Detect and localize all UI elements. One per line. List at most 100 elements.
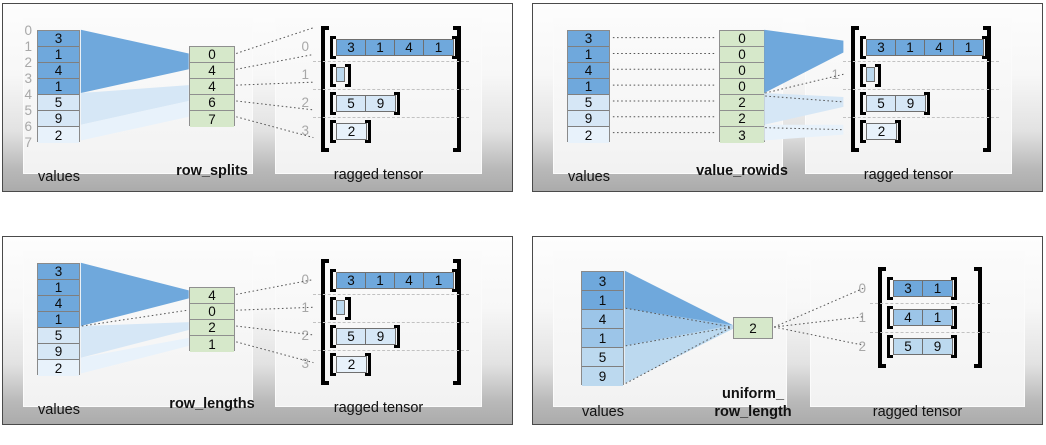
partition-cell: 3	[720, 127, 764, 143]
values-index-label: 4	[24, 87, 32, 102]
value-cell: 4	[568, 63, 609, 79]
values-index-label: 6	[24, 119, 32, 134]
tensor-row-index: 0	[858, 280, 866, 296]
value-cell: 1	[38, 79, 79, 95]
tensor-cell: 1	[896, 39, 925, 55]
tensor-row-close-bracket	[982, 35, 988, 59]
tensor-cell: 1	[923, 310, 952, 325]
tensor-row-close-bracket	[875, 63, 881, 87]
value-cell: 1	[568, 47, 609, 63]
tensor-row-close-bracket	[394, 324, 400, 348]
value-cell: 3	[582, 272, 623, 291]
ragged-caption: ragged tensor	[872, 404, 963, 420]
tensor-cell: 4	[395, 272, 424, 288]
tensor-row-open-bracket	[330, 91, 336, 115]
tensor-empty-row-cell	[336, 299, 345, 315]
values-caption: values	[568, 169, 610, 185]
tensor-row-close-bracket	[394, 91, 400, 115]
partition-cell: 0	[720, 63, 764, 79]
tensor-row-index: 2	[301, 95, 309, 110]
tensor-row-close-bracket	[895, 119, 901, 143]
tensor-empty-row-cell	[866, 66, 875, 82]
value-cell: 1	[568, 79, 609, 95]
tensor-row-index: 1	[301, 67, 309, 82]
encoding-caption-line1: uniform_	[721, 386, 785, 402]
tensor-row-open-bracket	[860, 35, 866, 59]
tensor-row-separator	[843, 117, 999, 118]
tensor-cell: 5	[337, 95, 366, 111]
partition-cell: 0	[720, 79, 764, 95]
tensor-row-open-bracket	[860, 63, 866, 87]
tensor-row-separator	[843, 89, 999, 90]
partition-cell: 7	[190, 111, 234, 127]
tensor-row-separator	[313, 294, 469, 295]
tensor-row-close-bracket	[365, 352, 371, 376]
tensor-row-index: 0	[831, 39, 839, 54]
values-index-label: 3	[24, 71, 32, 86]
ragged-caption: ragged tensor	[333, 167, 424, 183]
values-index-label: 2	[24, 55, 32, 70]
tensor-row-open-bracket	[330, 35, 336, 59]
tensor-cell: 5	[337, 328, 366, 344]
value-cell: 1	[38, 280, 79, 296]
tensor-cell: 2	[337, 356, 366, 372]
value-cell: 1	[582, 329, 623, 348]
value-cell: 5	[582, 348, 623, 367]
partition-cell: 1	[190, 336, 234, 352]
value-cell: 9	[38, 344, 79, 360]
tensor-open-bracket	[878, 267, 886, 368]
tensor-row-index: 2	[831, 95, 839, 110]
partition-cell: 2	[720, 111, 764, 127]
tensor-cell: 9	[923, 339, 952, 354]
tensor-row-close-bracket	[951, 277, 957, 300]
tensor-row-separator	[870, 332, 990, 333]
tensor-row-open-bracket	[330, 119, 336, 143]
partition-box: 2	[733, 317, 773, 339]
ragged-caption: ragged tensor	[333, 400, 424, 416]
tensor-cell: 4	[925, 39, 954, 55]
value-cell: 2	[38, 127, 79, 143]
partition-cell: 0	[190, 304, 234, 320]
tensor-row-close-bracket	[452, 35, 458, 59]
tensor-row-close-bracket	[345, 296, 351, 320]
tensor-row-separator	[313, 89, 469, 90]
value-cell: 4	[582, 310, 623, 329]
tensor-cell: 1	[424, 272, 453, 288]
value-cell: 9	[568, 111, 609, 127]
value-cell: 3	[38, 31, 79, 47]
partition-cell: 0	[720, 47, 764, 63]
tensor-row-index: 0	[301, 39, 309, 54]
tensor-row-separator	[313, 322, 469, 323]
tensor-row-open-bracket	[330, 63, 336, 87]
tensor-row-index: 1	[858, 309, 866, 325]
tensor-row-separator	[313, 61, 469, 62]
partition-cell: 0	[720, 31, 764, 47]
value-cell: 9	[38, 111, 79, 127]
tensor-cell: 3	[337, 39, 366, 55]
tensor-row-open-bracket	[887, 277, 893, 300]
tensor-row-index: 2	[858, 338, 866, 354]
tensor-row-open-bracket	[330, 352, 336, 376]
values-index-label: 5	[24, 103, 32, 118]
tensor-cell: 3	[867, 39, 896, 55]
tensor-row-index: 3	[831, 123, 839, 138]
tensor-row-separator	[843, 61, 999, 62]
tensor-cell: 1	[366, 272, 395, 288]
tensor-cell: 9	[366, 95, 395, 111]
tensor-cell: 9	[896, 95, 925, 111]
encoding-caption-line2: row_length	[714, 404, 792, 420]
value-cell: 5	[38, 95, 79, 111]
tensor-row-close-bracket	[365, 119, 371, 143]
value-cell: 9	[582, 367, 623, 386]
values-caption: values	[38, 169, 80, 185]
ragged-caption: ragged tensor	[863, 167, 954, 183]
tensor-row-open-bracket	[887, 306, 893, 329]
